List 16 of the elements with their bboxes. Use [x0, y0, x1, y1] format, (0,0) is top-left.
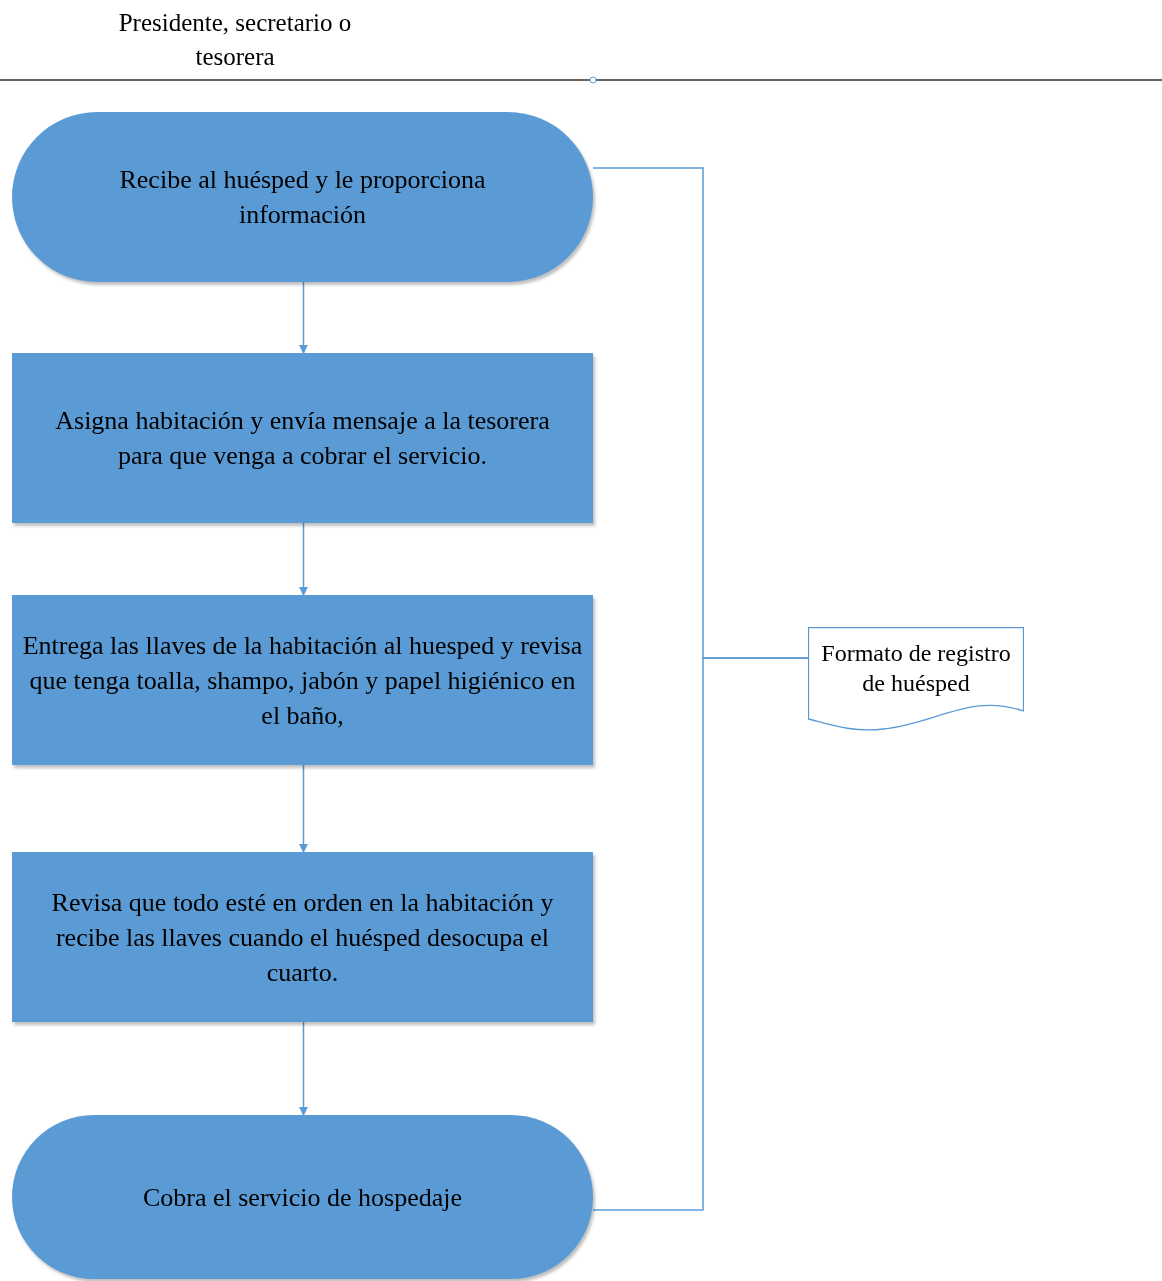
process-box: [12, 852, 593, 1022]
lane-heading: Presidente, secretario o tesorera: [117, 8, 353, 72]
connector-line: [592, 657, 809, 1211]
node-text: Entrega las llaves de la habitación al huesped y revisa que tenga toalla, shampo, jabón y papel higiénico en el baño,: [22, 629, 583, 732]
arrow: [299, 281, 308, 354]
node-text: Recibe al huésped y le proporciona información: [118, 164, 487, 231]
arrow: [299, 1021, 308, 1116]
arrow: [299, 522, 308, 596]
node-text: Revisa que todo esté en orden en la habitación y recibe las llaves cuando el huésped desocupa el cuarto.: [50, 886, 555, 989]
node-text: Asigna habitación y envía mensaje a la tesorera para que venga a cobrar el servicio.: [54, 405, 551, 472]
process-box: [12, 353, 593, 523]
process-box: [12, 595, 593, 765]
document-shape: [808, 627, 1024, 733]
node-text: Formato de registro de huésped: [820, 639, 1012, 698]
node-text: Cobra el servicio de hospedaje: [142, 1181, 463, 1214]
arrow: [299, 764, 308, 853]
